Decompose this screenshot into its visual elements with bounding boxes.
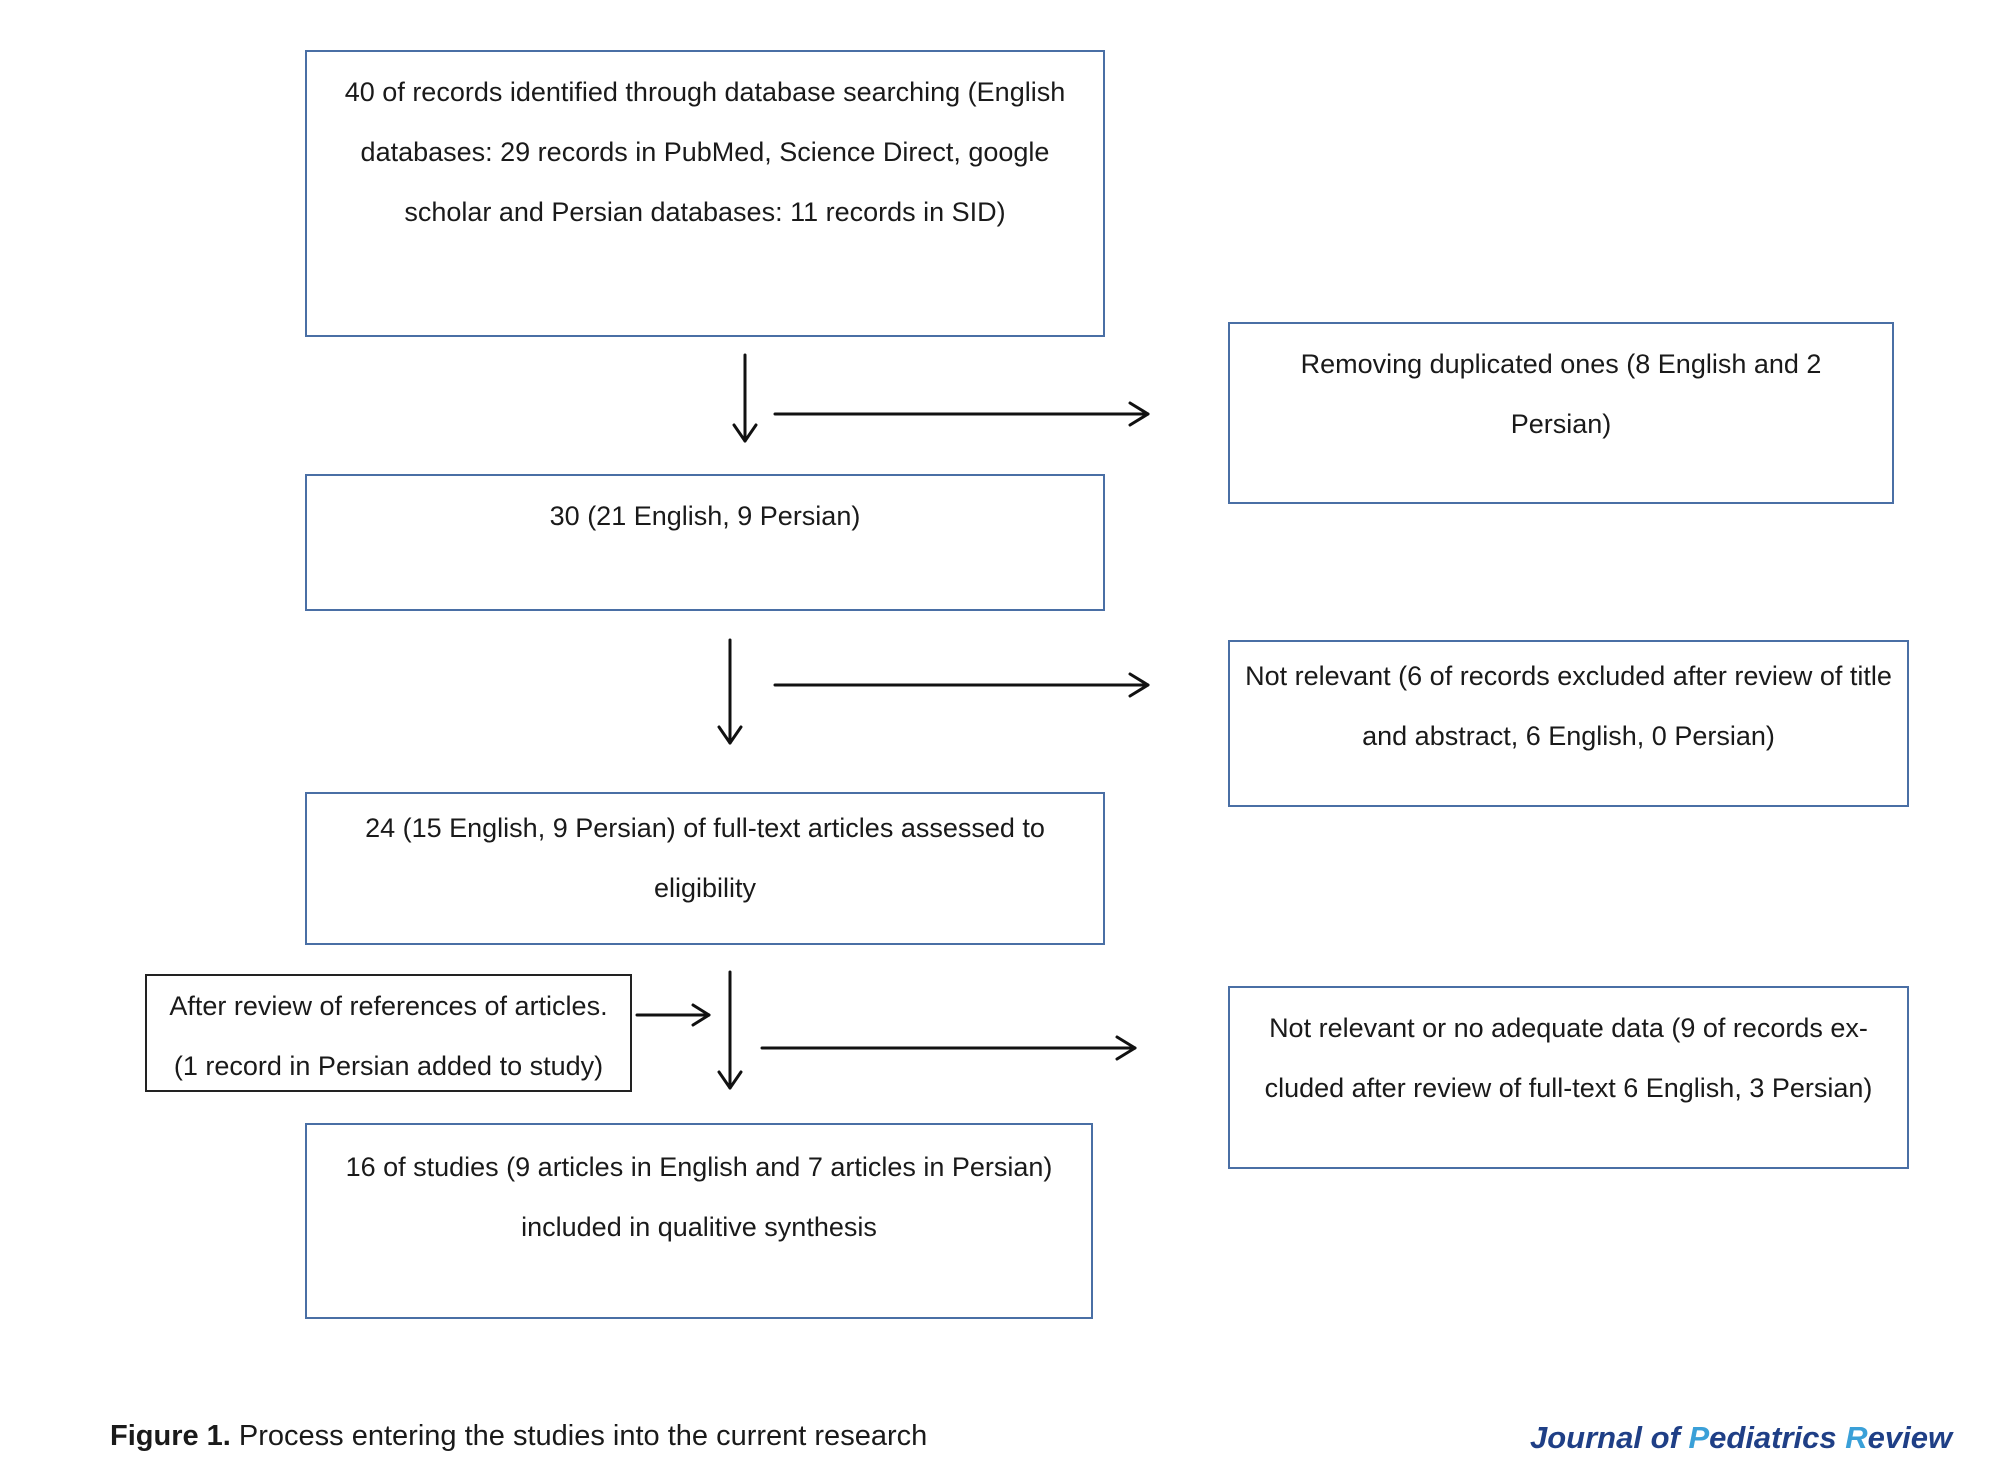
excluded-title-abstract-box: Not relevant (6 of records excluded afte… bbox=[1228, 640, 1909, 807]
right-arrow-1 bbox=[773, 401, 1150, 427]
full-text-assessed-box: 24 (15 English, 9 Persian) of full-text … bbox=[305, 792, 1105, 945]
identification-text: 40 of records identified through databas… bbox=[344, 77, 1066, 227]
references-added-line2: (1 record in Persian added to study) bbox=[173, 1051, 604, 1081]
figure-caption-text: Process entering the studies into the cu… bbox=[238, 1420, 928, 1452]
figure-caption: Figure 1. Process entering the studies i… bbox=[110, 1420, 927, 1453]
right-arrow-3 bbox=[760, 1035, 1137, 1061]
included-studies-box: 16 of studies (9 articles in English and… bbox=[305, 1123, 1093, 1319]
excluded-full-text-box: Not relevant or no adequate data (9 of r… bbox=[1228, 986, 1909, 1169]
right-arrow-2 bbox=[773, 672, 1150, 698]
journal-part1: Journal of bbox=[1530, 1420, 1689, 1455]
figure-label: Figure 1. bbox=[110, 1420, 231, 1452]
references-added-box: After review of references of articles. … bbox=[145, 974, 632, 1092]
after-duplicates-box: 30 (21 English, 9 Persian) bbox=[305, 474, 1105, 611]
journal-part2: ediatrics bbox=[1709, 1420, 1846, 1455]
identification-box: 40 of records identified through databas… bbox=[305, 50, 1105, 337]
duplicates-removed-text: Removing duplicated ones (8 English and … bbox=[1300, 349, 1822, 439]
included-studies-text: 16 of studies (9 articles in English and… bbox=[345, 1152, 1053, 1242]
down-arrow-1 bbox=[732, 353, 758, 443]
journal-part3: eview bbox=[1867, 1420, 1953, 1455]
down-arrow-3 bbox=[717, 970, 743, 1090]
excluded-full-text-text: Not relevant or no adequate data (9 of r… bbox=[1264, 1013, 1873, 1103]
references-added-line1: After review of references of articles. bbox=[169, 991, 608, 1021]
journal-accent2: R bbox=[1845, 1420, 1868, 1455]
after-duplicates-text: 30 (21 English, 9 Persian) bbox=[549, 501, 861, 531]
duplicates-removed-box: Removing duplicated ones (8 English and … bbox=[1228, 322, 1894, 504]
excluded-title-abstract-text: Not relevant (6 of records excluded afte… bbox=[1245, 661, 1892, 751]
down-arrow-2 bbox=[717, 638, 743, 745]
journal-accent1: P bbox=[1688, 1420, 1710, 1455]
journal-name: Journal of Pediatrics Review bbox=[1530, 1420, 1952, 1456]
references-arrow bbox=[635, 1003, 711, 1027]
full-text-assessed-text: 24 (15 English, 9 Persian) of full-text … bbox=[365, 813, 1045, 903]
